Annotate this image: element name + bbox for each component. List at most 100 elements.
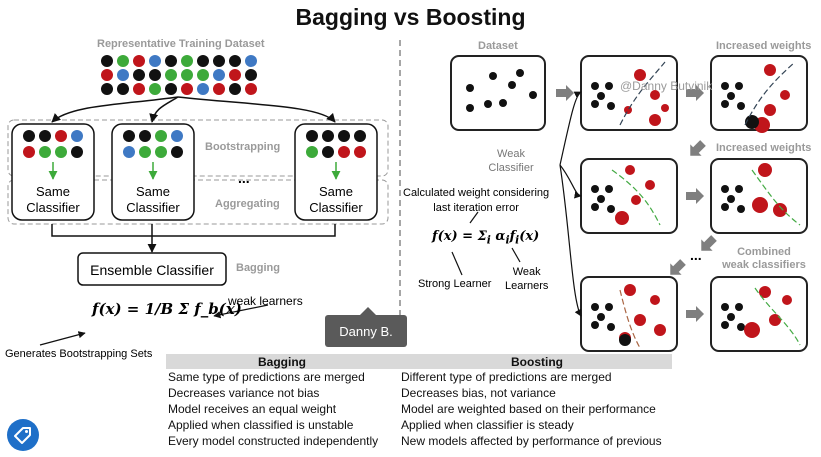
dataset-dot [117,55,129,67]
dataset-dot [133,55,145,67]
boosting-cell: Different type of predictions are merged [401,370,612,384]
bagging-formula: f(x) = 1/B Σ f_b(x) [92,300,242,318]
boost-dot [591,303,599,311]
sample-dot [123,130,135,142]
weighted-dot [773,203,787,217]
weighted-dot [780,90,790,100]
weighted-dot [654,324,666,336]
dataset-dot [181,83,193,95]
boosting-cell: Model are weighted based on their perfor… [401,402,656,416]
weighted-dot [645,180,655,190]
increased-weights-2: Increased weights [716,142,812,154]
bootstrapping-label: Bootstrapping [205,141,281,153]
boost-dot [466,104,474,112]
boost-dot [735,185,743,193]
flow-arrow [686,306,704,322]
bagging-connectors [39,96,336,346]
flow-arrow [686,188,704,204]
dataset-dot [229,69,241,81]
data-dots [23,55,366,158]
weighted-dot [769,314,781,326]
dataset-dot [101,69,113,81]
boost-dot [591,321,599,329]
dataset-dot [101,55,113,67]
boost-dot [735,303,743,311]
sample-dot [306,146,318,158]
sample-dot [23,130,35,142]
boosting-cell: Applied when classifier is steady [401,418,574,432]
sample-dot [354,146,366,158]
weighted-dot [634,314,646,326]
boost-formula: f(x) = Σi αifi(x) [432,229,540,247]
boost-dot [737,102,745,110]
dataset-dot [181,55,193,67]
weighted-dot [624,106,632,114]
flow-arrow [670,259,686,275]
boost-dot [591,185,599,193]
dataset-dot [101,83,113,95]
tag-button[interactable] [7,419,39,451]
boost-dot [737,323,745,331]
watermark: @Danny Butvinik [620,79,713,93]
dataset-dot [133,69,145,81]
boosting-cell: Decreases bias, not variance [401,386,556,400]
dataset-dot [165,55,177,67]
dataset-dot [181,69,193,81]
flow-arrow [690,140,706,156]
boost-dot [721,82,729,90]
sample-dot [322,146,334,158]
decision-boundary [744,61,796,126]
dataset-dot [149,83,161,95]
sample-dot [55,130,67,142]
sample-dot [23,146,35,158]
weighted-dot [661,104,669,112]
boost-dot [597,313,605,321]
sample-dot [71,146,83,158]
decision-boundary [754,287,801,346]
boost-dot [597,92,605,100]
tag-icon [14,427,31,444]
boost-dot [484,100,492,108]
bagging-cell: Model receives an equal weight [168,402,337,416]
weighted-dot [649,114,661,126]
boosting-arrows [556,85,717,322]
flow-arrow [556,85,574,101]
boost-dot [591,82,599,90]
sample-dot [171,130,183,142]
sample-dot [139,146,151,158]
weighted-dot [650,295,660,305]
boost-dot [508,81,516,89]
header-bagging: Bagging [258,355,306,369]
strong-learner-label: Strong Learner [418,278,492,290]
weighted-dot [615,211,629,225]
sample-dot [55,146,67,158]
boosting-boxes [450,55,808,352]
boost-dot [591,203,599,211]
dataset-dot [197,69,209,81]
dataset-dot [229,55,241,67]
boost-dot [721,321,729,329]
dataset-dot [197,55,209,67]
weighted-dot [752,197,768,213]
sample-dot [139,130,151,142]
table-row: Model receives an equal weight Model are … [166,401,672,417]
ensemble-label: Ensemble Classifier [90,262,214,278]
boost-dot [466,84,474,92]
boost-dot [499,99,507,107]
dataset-dot [165,69,177,81]
boost-dot [619,334,631,346]
boosting-connectors [451,91,582,317]
boost-dot [605,82,613,90]
boost-dot [489,72,497,80]
boost-dot [591,100,599,108]
weighted-dot [758,163,772,177]
weighted-dot [744,322,760,338]
bagging-tag: Bagging [236,262,280,274]
bagging-ellipsis: ... [238,170,250,186]
